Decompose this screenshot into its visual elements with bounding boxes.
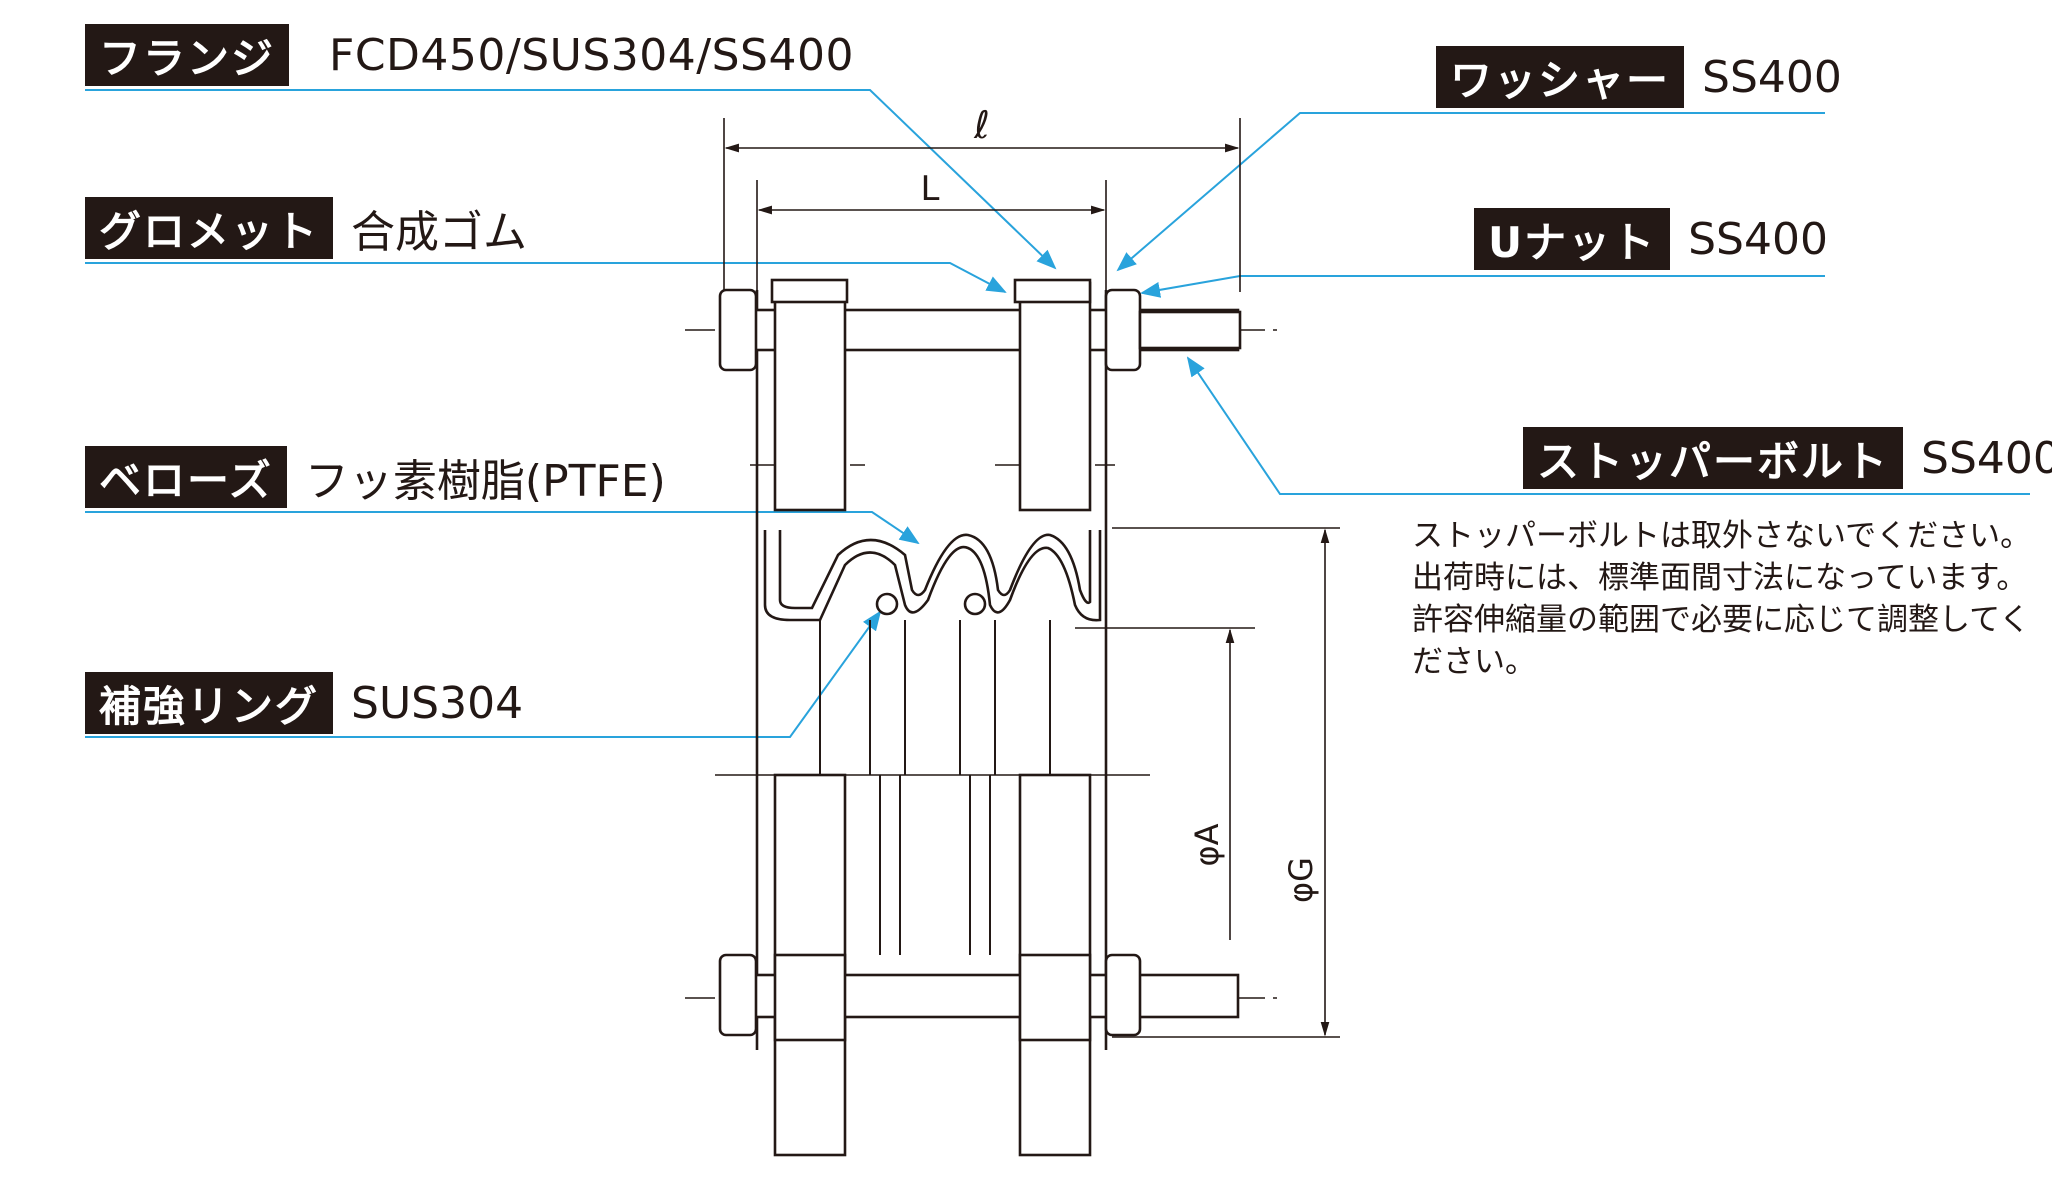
flange-right-top <box>1018 281 1092 512</box>
reinforcing-ring-1 <box>875 592 899 616</box>
grommet-right <box>1013 278 1092 304</box>
label-stopper-name: ストッパーボルト <box>1523 427 1904 489</box>
label-unut-material: SS400 <box>1688 213 1828 265</box>
label-ring-material: SUS304 <box>351 677 524 729</box>
label-bellows-name: ベローズ <box>85 446 287 508</box>
dim-phi-a: φA <box>1188 823 1226 866</box>
unut-right-bottom <box>1104 953 1142 1037</box>
label-washer-material: SS400 <box>1702 51 1842 103</box>
leader-bellows <box>85 511 920 545</box>
label-ring-name: 補強リング <box>85 672 334 734</box>
bellows-sleeve <box>819 620 1051 955</box>
reinforcing-ring-2 <box>963 592 987 616</box>
dim-face-length: L <box>921 169 940 209</box>
joint-body <box>718 278 1242 1157</box>
grommet-left <box>770 278 849 304</box>
label-flange: フランジ FCD450/SUS304/SS400 <box>85 24 854 86</box>
label-ring: 補強リング SUS304 <box>85 672 523 734</box>
dim-phi-g: φG <box>1282 857 1320 903</box>
stopper-bolt-note: ストッパーボルトは取外さないでください。出荷時には、標準面間寸法になっています。… <box>1412 518 2032 680</box>
leader-unut <box>1140 275 1825 298</box>
leader-grommet <box>85 262 1007 293</box>
label-washer: ワッシャー SS400 <box>1436 46 1842 108</box>
label-unut: Uナット SS400 <box>1474 208 1828 270</box>
nut-left-bottom <box>718 953 758 1037</box>
bellows-ptfe <box>763 530 1102 622</box>
label-unut-name: Uナット <box>1474 208 1671 270</box>
dimension-lines <box>723 118 1340 1038</box>
leader-washer <box>1116 112 1825 272</box>
label-grommet: グロメット 合成ゴム <box>85 197 527 259</box>
dim-overall-length: ℓ <box>973 103 990 147</box>
flange-left-top <box>773 281 847 512</box>
label-bellows: ベローズ フッ素樹脂(PTFE) <box>85 446 666 508</box>
label-grommet-material: 合成ゴム <box>351 207 528 258</box>
leader-ring <box>85 610 882 738</box>
label-stopper-material: SS400 <box>1921 432 2052 484</box>
label-stopper: ストッパーボルト SS400 <box>1523 427 2052 489</box>
label-grommet-name: グロメット <box>85 197 334 259</box>
label-washer-name: ワッシャー <box>1436 46 1685 108</box>
label-flange-material: FCD450/SUS304/SS400 <box>329 29 854 81</box>
unut-right-top <box>1104 288 1142 372</box>
nut-left-top <box>718 288 758 372</box>
label-bellows-material: フッ素樹脂(PTFE) <box>304 456 666 507</box>
leader-stopper <box>1186 356 2030 495</box>
label-flange-name: フランジ <box>85 24 290 86</box>
